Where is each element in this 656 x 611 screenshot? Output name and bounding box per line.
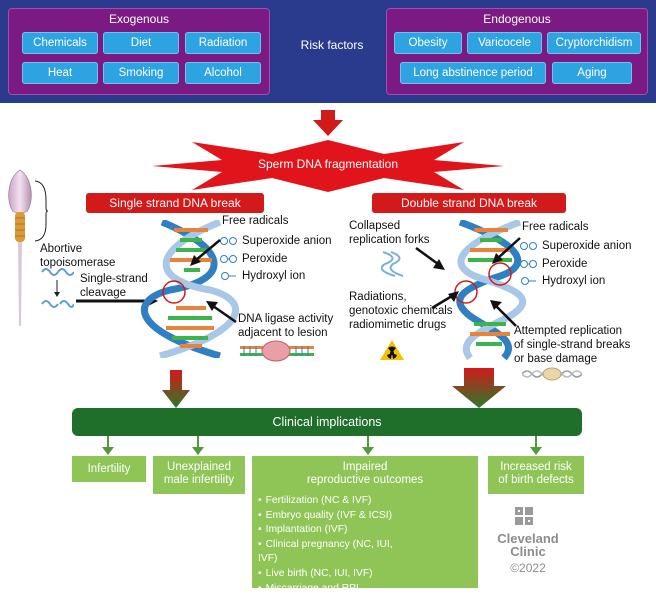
- single-radical-hydroxyl: Hydroxyl ion: [220, 270, 305, 282]
- attempted-arrow-icon: [490, 300, 517, 327]
- double-to-clinical-arrow: [452, 368, 506, 408]
- birth-defects-box: Increased risk of birth defects: [488, 456, 584, 494]
- risk-varicocele: Varicocele: [467, 32, 542, 54]
- single-radical-peroxide: Peroxide: [220, 253, 287, 265]
- dna-helix-single: [140, 220, 240, 358]
- attempted-replication-label: Attempted replication of single-strand b…: [514, 325, 631, 365]
- abortive-topoisomerase-label: Abortive topoisomerase: [40, 243, 116, 269]
- single-free-radicals-label: Free radicals: [222, 215, 289, 227]
- outcome-item: Fertilization (NC & IVF): [258, 494, 408, 509]
- risk-cryptorchidism: Cryptorchidism: [547, 32, 641, 54]
- double-free-radicals-label: Free radicals: [522, 221, 589, 233]
- double-radical-superoxide: Superoxide anion: [520, 240, 632, 252]
- copyright-text: ©2022: [510, 561, 546, 575]
- exogenous-title: Exogenous: [108, 12, 170, 26]
- cleveland-clinic-logo-icon: [515, 507, 533, 525]
- risk-radiation: Radiation: [185, 32, 261, 54]
- double-peroxide-label: Peroxide: [542, 258, 588, 270]
- single-to-clinical-arrow: [162, 370, 190, 408]
- cleveland-clinic-name: Cleveland Clinic: [497, 531, 559, 559]
- replication-fork-icon: [381, 251, 404, 277]
- single-peroxide-label: Peroxide: [242, 253, 288, 265]
- risk-smoking: Smoking: [103, 62, 179, 84]
- outcome-item: Miscarriage and RPL (NC,IUI,IVF, ICSI): [258, 582, 408, 611]
- superoxide-molecule-icon: [520, 242, 537, 250]
- risk-heat: Heat: [22, 62, 98, 84]
- single-strand-cleavage-label: Single-strand cleavage: [80, 273, 148, 299]
- radiations-label: Radiations, genotoxic chemicals radiomim…: [349, 291, 453, 331]
- peroxide-molecule-icon: [220, 255, 237, 263]
- radiations-arrow-icon: [431, 291, 459, 310]
- risk-chemicals: Chemicals: [22, 32, 98, 54]
- outcome-item: Live birth (NC, IUI, IVF): [258, 567, 408, 582]
- forks-arrow-icon: [415, 246, 445, 270]
- radicals-arrow-icon: [190, 239, 221, 266]
- double-radical-peroxide: Peroxide: [520, 258, 587, 270]
- sperm-cell-image: [8, 169, 32, 326]
- ligase-arrow-icon: [206, 301, 237, 324]
- risk-alcohol: Alcohol: [185, 62, 261, 84]
- dna-helix-double: [454, 220, 527, 360]
- outcome-item: Implantation (IVF): [258, 523, 408, 538]
- sperm-bracket: [34, 180, 48, 242]
- down-arrow-icon: [313, 110, 343, 136]
- hydroxyl-molecule-icon: [521, 277, 536, 285]
- clinical-branch-arrows: [102, 436, 542, 455]
- peroxide-molecule-icon: [520, 260, 537, 268]
- double-strand-title: Double strand DNA break: [372, 193, 566, 213]
- risk-factors-label: Risk factors: [300, 38, 364, 52]
- fragmentation-burst: [152, 140, 504, 192]
- risk-long-abstinence: Long abstinence period: [400, 62, 546, 84]
- radiation-hazard-icon: [380, 340, 404, 360]
- impaired-outcomes-title: Impaired reproductive outcomes: [306, 461, 424, 486]
- single-hydroxyl-label: Hydroxyl ion: [242, 270, 306, 282]
- hydroxyl-molecule-icon: [221, 272, 236, 280]
- single-strand-title: Single strand DNA break: [86, 193, 264, 213]
- outcome-item: Clinical pregnancy (NC, IUI, IVF): [258, 538, 408, 567]
- outcomes-list: Fertilization (NC & IVF) Embryo quality …: [258, 494, 408, 611]
- double-hydroxyl-label: Hydroxyl ion: [542, 275, 606, 287]
- fragmentation-title: Sperm DNA fragmentation: [257, 157, 399, 171]
- cleavage-icon: [41, 268, 74, 308]
- risk-diet: Diet: [103, 32, 179, 54]
- double-radical-hydroxyl: Hydroxyl ion: [520, 275, 605, 287]
- single-superoxide-label: Superoxide anion: [242, 235, 332, 247]
- double-radicals-arrow-icon: [492, 237, 521, 264]
- dna-ligase-icon: [240, 340, 314, 362]
- clinical-implications-bar: Clinical implications: [72, 408, 582, 436]
- superoxide-molecule-icon: [220, 237, 237, 245]
- dna-ligase-label: DNA ligase activity adjacent to lesion: [238, 313, 334, 339]
- endogenous-title: Endogenous: [483, 12, 551, 26]
- infertility-box: Infertility: [72, 456, 146, 482]
- risk-obesity: Obesity: [394, 32, 462, 54]
- outcome-item: Embryo quality (IVF & ICSI): [258, 509, 408, 524]
- risk-aging: Aging: [552, 62, 632, 84]
- double-superoxide-label: Superoxide anion: [542, 240, 632, 252]
- single-radical-superoxide: Superoxide anion: [220, 235, 332, 247]
- collapsed-replication-label: Collapsed replication forks: [349, 220, 430, 246]
- unexplained-infertility-box: Unexplained male infertility: [153, 456, 245, 494]
- replication-damage-icon: [522, 367, 582, 381]
